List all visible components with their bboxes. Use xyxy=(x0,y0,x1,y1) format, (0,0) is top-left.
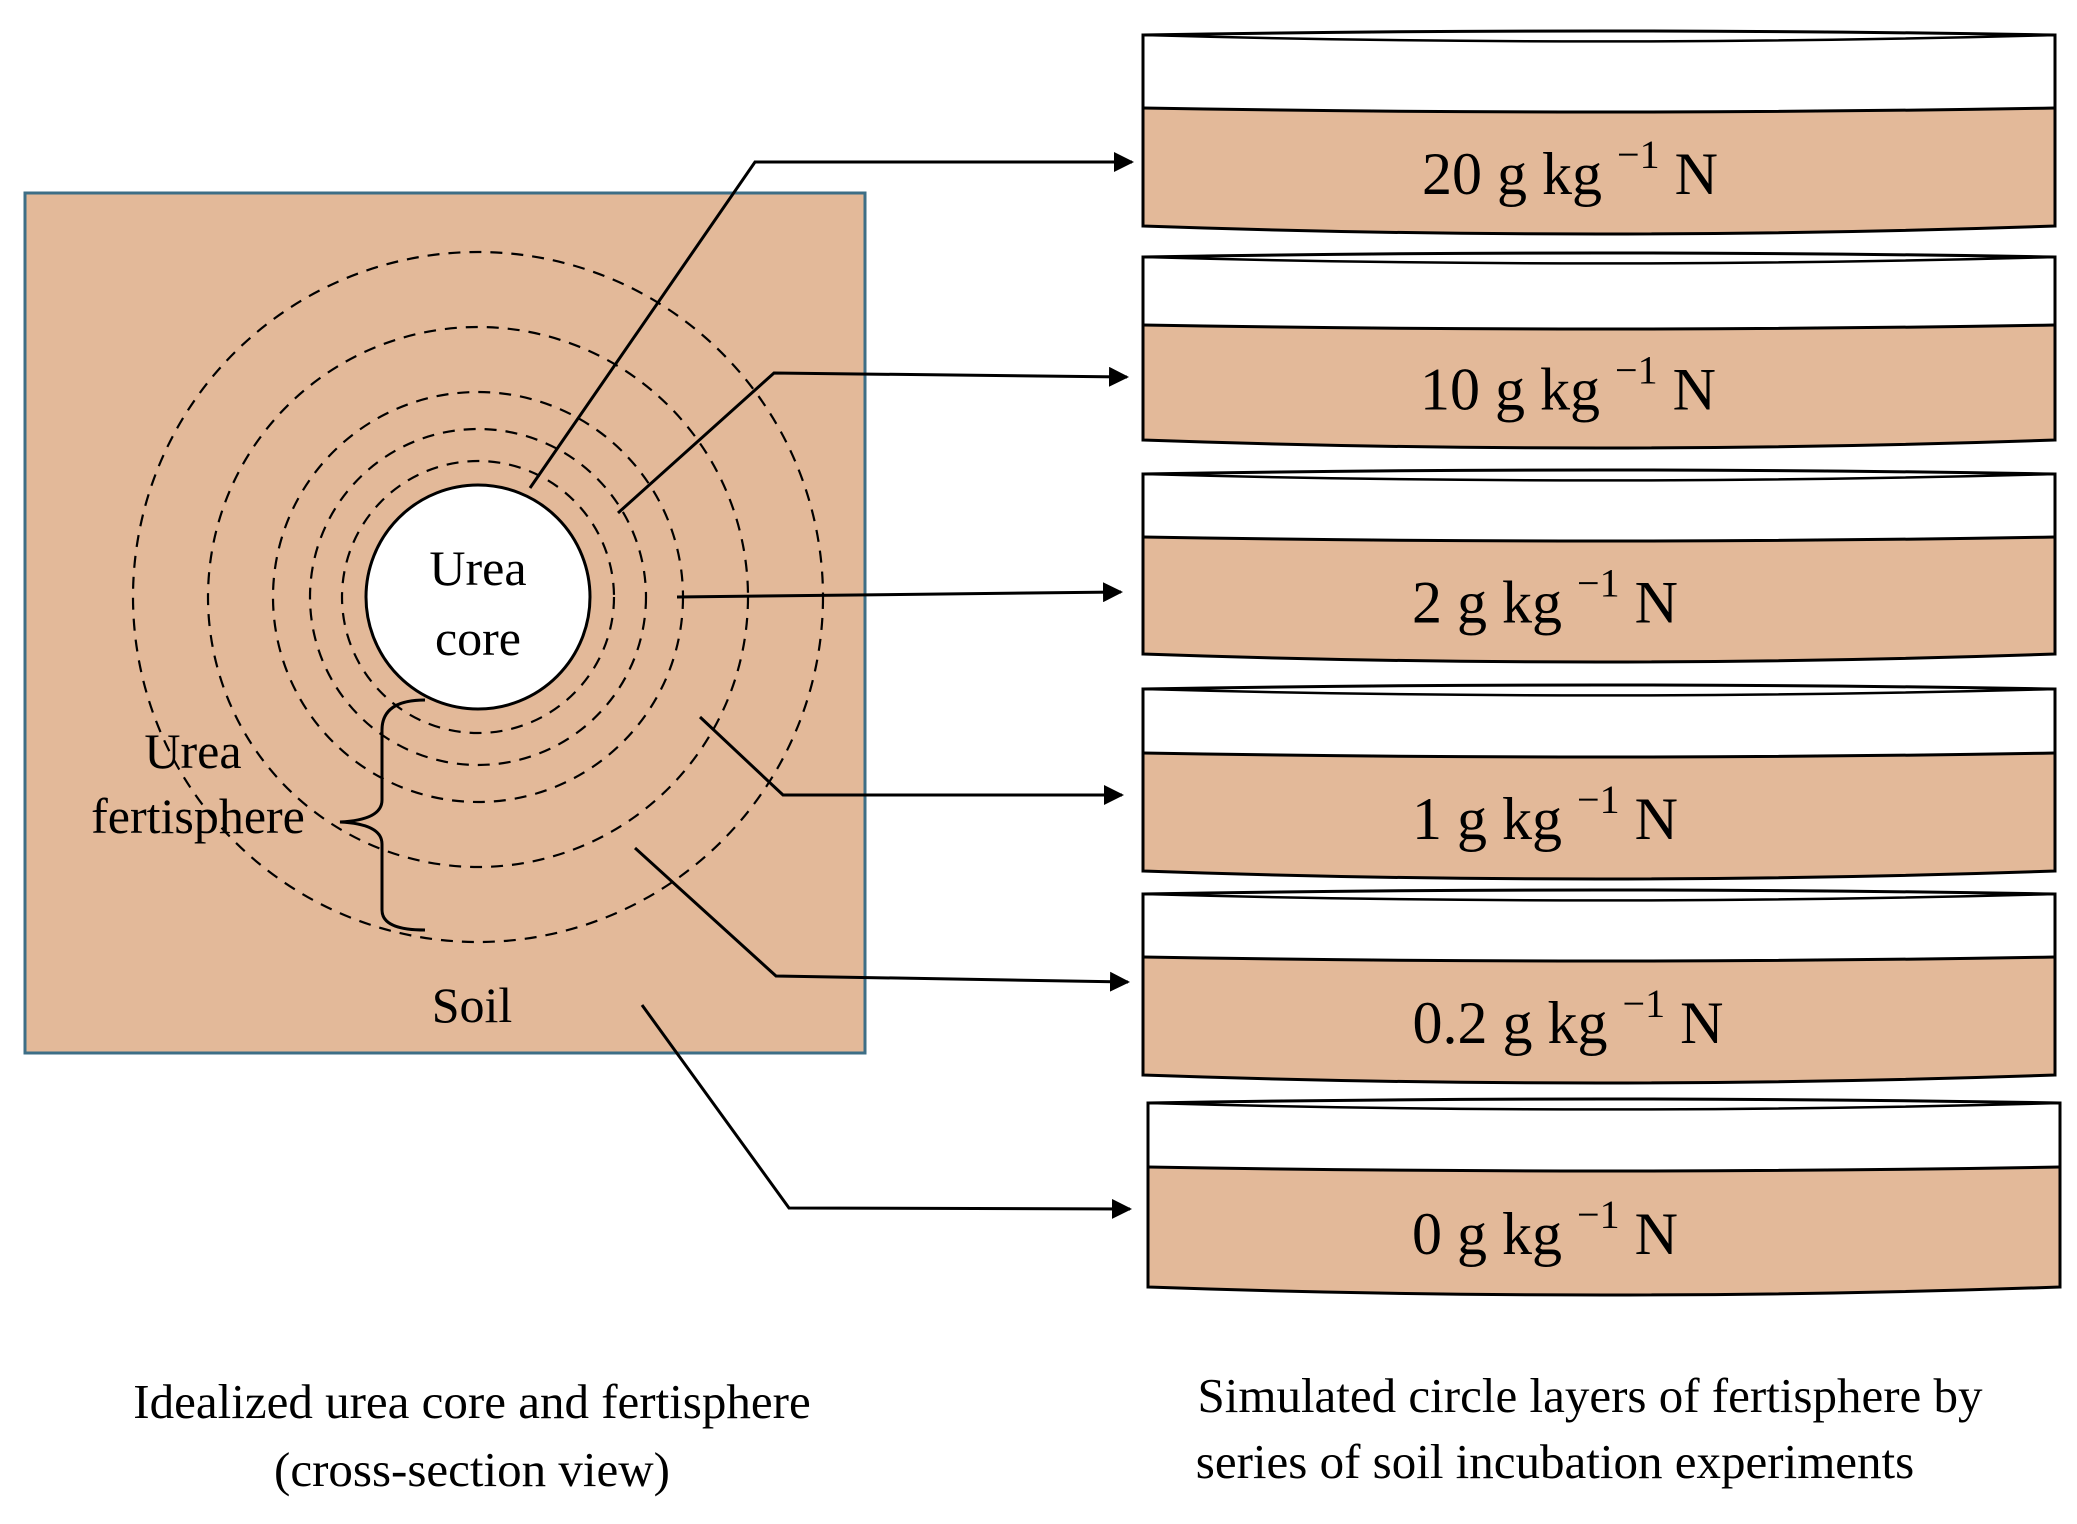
dish-soil xyxy=(1143,957,2055,1083)
connector-0 xyxy=(640,1004,1132,1219)
dish-exponent: −1 xyxy=(1615,347,1658,392)
connector-10 xyxy=(616,366,1129,515)
dish-element: N xyxy=(1660,141,1718,207)
connector-2 xyxy=(676,582,1123,603)
dish-rim xyxy=(1143,31,2055,112)
dish-rim xyxy=(1143,890,2055,961)
fertisphere-label-line2: fertisphere xyxy=(91,788,305,844)
right-caption-line2: series of soil incubation experiments xyxy=(1196,1434,1915,1489)
dish-label: 0 g kg −1 N xyxy=(1412,1192,1678,1267)
dish-element: N xyxy=(1620,786,1678,852)
dish-value: 0 g kg xyxy=(1412,1201,1577,1267)
dish-outline xyxy=(1141,468,2057,664)
dish-soil xyxy=(1143,753,2055,879)
soil-label: Soil xyxy=(432,977,513,1033)
dish-soil-surface xyxy=(1142,323,2056,331)
cross-section: Urea core Urea fertisphere Soil xyxy=(23,191,867,1055)
dish-20: 20 g kg −1 N xyxy=(1141,29,2057,236)
dish-outline xyxy=(1146,1097,2062,1297)
dish-element: N xyxy=(1620,1201,1678,1267)
dish-label: 10 g kg −1 N xyxy=(1420,347,1716,422)
fertisphere-label-line1: Urea xyxy=(144,723,241,779)
dish-soil xyxy=(1143,325,2055,448)
dish-label: 20 g kg −1 N xyxy=(1422,132,1718,207)
dish-outline xyxy=(1141,251,2057,450)
urea-core-label-line2: core xyxy=(435,610,521,666)
dish-element: N xyxy=(1665,990,1723,1056)
incubation-dishes: 20 g kg −1 N10 g kg −1 N2 g kg −1 N1 g k… xyxy=(1141,29,2062,1297)
dish-label: 1 g kg −1 N xyxy=(1412,777,1678,852)
fertisphere-ring xyxy=(308,427,648,767)
dish-value: 2 g kg xyxy=(1412,570,1577,636)
dish-top-edge xyxy=(1147,1101,2061,1111)
dish-0: 0 g kg −1 N xyxy=(1146,1097,2062,1297)
dish-top-edge xyxy=(1142,472,2056,482)
dish-top-edge xyxy=(1142,255,2056,265)
dish-top-edge xyxy=(1142,892,2056,902)
dish-exponent: −1 xyxy=(1577,1192,1620,1237)
dish-rim xyxy=(1143,253,2055,329)
dish-value: 20 g kg xyxy=(1422,141,1617,207)
dish-exponent: −1 xyxy=(1577,777,1620,822)
dish-outline xyxy=(1141,683,2057,881)
dish-soil xyxy=(1143,108,2055,234)
dish-top-edge xyxy=(1142,33,2056,43)
captions: Idealized urea core and fertisphere (cro… xyxy=(133,1368,1983,1497)
dish-label: 2 g kg −1 N xyxy=(1412,561,1678,636)
dish-element: N xyxy=(1658,356,1716,422)
dish-0.2: 0.2 g kg −1 N xyxy=(1141,888,2057,1085)
dish-2: 2 g kg −1 N xyxy=(1141,468,2057,664)
dish-soil-surface xyxy=(1147,1165,2061,1173)
fertisphere-ring xyxy=(131,250,825,944)
dish-value: 0.2 g kg xyxy=(1413,990,1623,1056)
connector-0.2 xyxy=(633,846,1130,992)
urea-core-label-line1: Urea xyxy=(429,540,526,596)
right-caption-line1: Simulated circle layers of fertisphere b… xyxy=(1197,1368,1983,1423)
left-caption-line1: Idealized urea core and fertisphere xyxy=(133,1374,810,1429)
left-caption-line2: (cross-section view) xyxy=(274,1442,670,1497)
dish-rim xyxy=(1148,1099,2060,1171)
connectors xyxy=(528,152,1134,1219)
dish-soil-surface xyxy=(1142,751,2056,759)
dish-element: N xyxy=(1620,570,1678,636)
connector-20 xyxy=(528,152,1134,489)
dish-soil-surface xyxy=(1142,955,2056,963)
dish-soil xyxy=(1148,1167,2060,1295)
fertisphere-ring xyxy=(340,459,616,735)
dish-rim xyxy=(1143,685,2055,757)
dish-label: 0.2 g kg −1 N xyxy=(1413,981,1724,1056)
dish-value: 1 g kg xyxy=(1412,786,1577,852)
dish-outline xyxy=(1141,888,2057,1085)
dish-top-edge xyxy=(1142,687,2056,697)
fertisphere-brace xyxy=(339,698,426,932)
dish-value: 10 g kg xyxy=(1420,356,1615,422)
dish-soil-surface xyxy=(1142,535,2056,543)
dish-10: 10 g kg −1 N xyxy=(1141,251,2057,450)
dish-1: 1 g kg −1 N xyxy=(1141,683,2057,881)
dish-exponent: −1 xyxy=(1623,981,1666,1026)
dish-soil xyxy=(1143,537,2055,662)
connector-1 xyxy=(698,715,1124,805)
dish-outline xyxy=(1141,29,2057,236)
dish-soil-surface xyxy=(1142,106,2056,114)
urea-core xyxy=(364,483,592,711)
dish-exponent: −1 xyxy=(1617,132,1660,177)
dish-exponent: −1 xyxy=(1577,561,1620,606)
dish-rim xyxy=(1143,470,2055,541)
